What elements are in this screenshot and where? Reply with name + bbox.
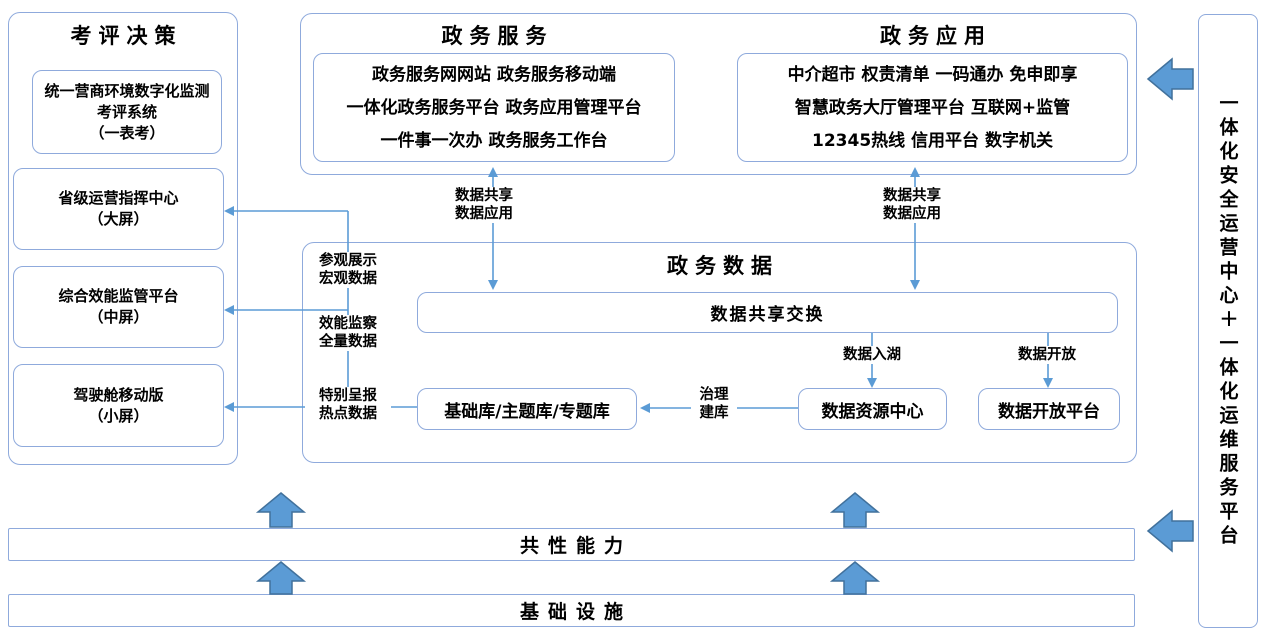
up-arrow-icon bbox=[829, 492, 881, 528]
evaluation-panel-title: 考评决策 bbox=[70, 24, 183, 48]
data-resource-center-box: 数据资源中心 bbox=[798, 388, 947, 430]
efficiency-data-label: 效能监察 全量数据 bbox=[305, 315, 391, 351]
up-arrow-icon bbox=[829, 561, 881, 595]
command-center-box: 省级运营指挥中心 （大屏） bbox=[13, 168, 224, 250]
box-line: 统一营商环境数字化监测 bbox=[44, 81, 210, 100]
box-line: 驾驶舱移动版 bbox=[73, 385, 164, 404]
label-line: 数据共享 bbox=[455, 188, 513, 204]
box-line: 省级运营指挥中心 bbox=[58, 189, 179, 207]
application-items-box: 中介超市 权责清单 一码通办 免申即享 智慧政务大厅管理平台 互联网+监管 12… bbox=[737, 53, 1128, 162]
box-line: 考评系统 bbox=[96, 102, 157, 121]
application-line: 12345热线 信用平台 数字机关 bbox=[812, 130, 1053, 151]
infrastructure-bar: 基础设施 bbox=[8, 594, 1135, 627]
label-line: 参观展示 bbox=[319, 253, 377, 269]
govern-build-label: 治理 建库 bbox=[691, 386, 737, 422]
label-line: 效能监察 bbox=[319, 316, 377, 332]
share-label-right: 数据共享 数据应用 bbox=[878, 187, 946, 223]
application-line: 中介超市 权责清单 一码通办 免申即享 bbox=[787, 64, 1078, 85]
data-exchange-bar: 数据共享交换 bbox=[417, 292, 1118, 333]
box-line: 数据资源中心 bbox=[821, 401, 924, 422]
application-line: 智慧政务大厅管理平台 互联网+监管 bbox=[794, 97, 1071, 118]
service-items-box: 政务服务网网站 政务服务移动端 一体化政务服务平台 政务应用管理平台 一件事一次… bbox=[313, 53, 675, 162]
up-arrow-icon bbox=[255, 561, 307, 595]
view-data-label: 参观展示 宏观数据 bbox=[305, 252, 391, 288]
right-panel-label: 一体化安全运营中心＋一体化运维服务平台 bbox=[1216, 93, 1239, 549]
left-arrow-icon bbox=[1146, 509, 1194, 553]
supervision-platform-box: 综合效能监管平台 （中屏） bbox=[13, 266, 224, 348]
label-line: 建库 bbox=[699, 405, 729, 421]
application-section-title: 政务应用 bbox=[880, 24, 992, 48]
label-line: 数据应用 bbox=[883, 206, 941, 222]
label-line: 数据共享 bbox=[883, 188, 941, 204]
up-arrow-icon bbox=[255, 492, 307, 528]
label-line: 特别呈报 bbox=[319, 388, 377, 404]
data-lake-label: 数据入湖 bbox=[836, 346, 908, 364]
common-capability-label: 共性能力 bbox=[519, 535, 632, 557]
data-open-platform-box: 数据开放平台 bbox=[978, 388, 1120, 430]
share-label-left: 数据共享 数据应用 bbox=[450, 187, 518, 223]
label-line: 热点数据 bbox=[319, 406, 377, 422]
special-report-label: 特别呈报 热点数据 bbox=[305, 387, 391, 423]
box-line: 数据开放平台 bbox=[998, 401, 1100, 422]
label-line: 全量数据 bbox=[319, 334, 377, 350]
label-line: 治理 bbox=[699, 387, 729, 403]
data-open-label: 数据开放 bbox=[1011, 346, 1083, 364]
box-line: 基础库/主题库/专题库 bbox=[444, 401, 610, 422]
label-line: 数据应用 bbox=[455, 206, 513, 222]
mobile-cockpit-box: 驾驶舱移动版 （小屏） bbox=[13, 364, 224, 447]
monitor-system-box: 统一营商环境数字化监测 考评系统 （一表考） bbox=[32, 70, 222, 154]
right-side-panel: 一体化安全运营中心＋一体化运维服务平台 bbox=[1198, 14, 1258, 628]
box-line: （大屏） bbox=[88, 210, 149, 228]
infrastructure-label: 基础设施 bbox=[519, 601, 632, 623]
box-line: （一表考） bbox=[89, 123, 165, 142]
label-line: 宏观数据 bbox=[319, 271, 377, 287]
box-line: 综合效能监管平台 bbox=[58, 287, 179, 305]
service-line: 一体化政务服务平台 政务应用管理平台 bbox=[346, 97, 642, 118]
service-section-title: 政务服务 bbox=[441, 24, 554, 48]
base-library-box: 基础库/主题库/专题库 bbox=[417, 388, 637, 430]
common-capability-bar: 共性能力 bbox=[8, 528, 1135, 561]
left-arrow-icon bbox=[1146, 57, 1194, 101]
box-line: （中屏） bbox=[88, 308, 149, 326]
service-line: 一件事一次办 政务服务工作台 bbox=[380, 130, 608, 151]
data-section-title: 政务数据 bbox=[667, 254, 779, 278]
service-line: 政务服务网网站 政务服务移动端 bbox=[372, 64, 616, 85]
data-exchange-label: 数据共享交换 bbox=[710, 305, 825, 325]
box-line: （小屏） bbox=[88, 406, 149, 425]
